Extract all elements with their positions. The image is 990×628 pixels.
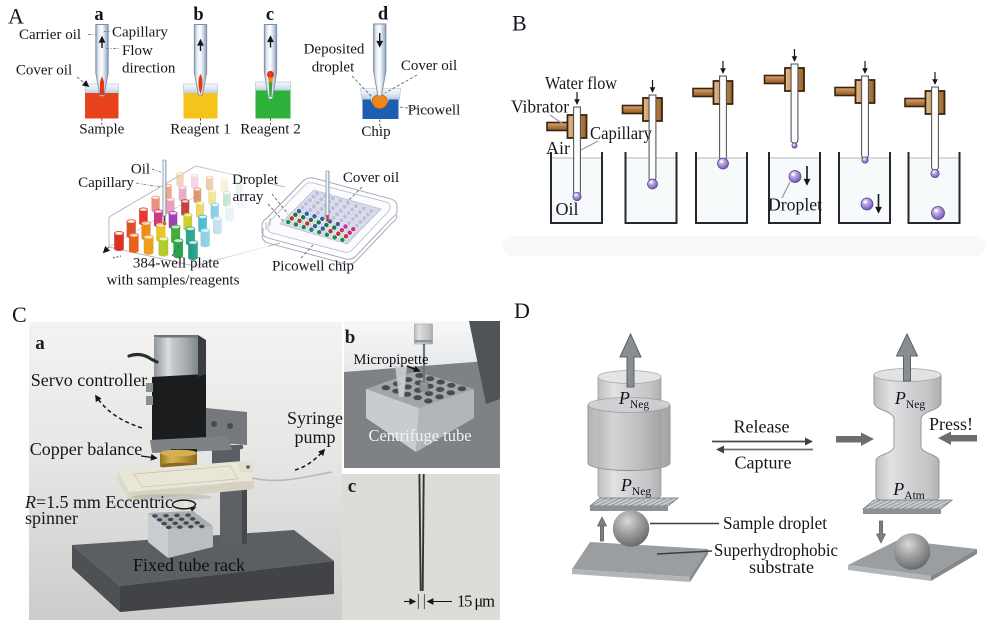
svg-text:PAtm: PAtm [892,479,925,502]
svg-text:15 μm: 15 μm [457,592,495,611]
svg-text:with samples/reagents: with samples/reagents [107,273,240,289]
svg-text:Carrier oil: Carrier oil [19,27,81,43]
svg-text:c: c [348,476,356,497]
svg-text:b: b [193,5,203,25]
svg-text:C: C [12,302,27,327]
svg-text:Oil: Oil [131,162,150,178]
svg-text:PNeg: PNeg [894,388,925,411]
svg-text:Cover oil: Cover oil [401,58,457,74]
svg-text:Centrifuge tube: Centrifuge tube [368,426,471,445]
svg-text:Servo controller: Servo controller [31,370,147,390]
svg-text:Capillary: Capillary [590,123,652,143]
svg-text:Picowell: Picowell [408,103,461,119]
svg-text:Reagent 1: Reagent 1 [170,122,230,138]
svg-text:Droplet: Droplet [232,172,279,188]
svg-text:Micropipette: Micropipette [354,352,429,368]
svg-text:Oil: Oil [555,199,578,219]
svg-text:a: a [35,333,45,354]
svg-text:Water flow: Water flow [545,73,617,93]
svg-text:b: b [345,327,356,348]
svg-text:Press!: Press! [929,414,973,434]
svg-text:PNeg: PNeg [620,475,651,498]
svg-text:spinner: spinner [25,508,78,528]
svg-text:Fixed tube rack: Fixed tube rack [133,555,245,575]
svg-text:Reagent 2: Reagent 2 [240,122,300,138]
svg-text:Flow: Flow [122,43,153,59]
svg-text:Sample droplet: Sample droplet [723,513,827,533]
svg-text:a: a [94,5,103,25]
svg-text:Cover oil: Cover oil [16,63,72,79]
svg-text:pump: pump [294,427,335,447]
svg-text:A: A [8,4,24,29]
svg-text:Deposited: Deposited [304,42,365,58]
svg-text:array: array [233,189,264,205]
svg-text:Chip: Chip [361,124,390,140]
svg-text:Droplet: Droplet [768,195,822,215]
svg-text:substrate: substrate [749,557,814,577]
svg-text:Capture: Capture [735,453,792,473]
svg-text:Capillary: Capillary [78,175,134,191]
svg-text:D: D [514,298,530,323]
svg-text:Capillary: Capillary [112,25,168,41]
svg-text:B: B [512,11,527,36]
svg-text:Release: Release [734,417,790,437]
svg-text:c: c [266,5,274,25]
svg-text:Syringe: Syringe [287,408,343,428]
svg-text:Vibrator: Vibrator [511,97,569,117]
svg-text:Superhydrophobic: Superhydrophobic [714,540,838,560]
svg-text:Copper balance: Copper balance [30,439,142,459]
svg-text:Sample: Sample [79,122,124,138]
svg-text:droplet: droplet [312,60,355,76]
svg-text:direction: direction [122,61,176,77]
svg-text:Air: Air [546,138,570,158]
svg-text:R=1.5 mm Eccentric: R=1.5 mm Eccentric [24,492,173,512]
svg-text:d: d [378,5,389,25]
svg-text:Cover oil: Cover oil [343,170,399,186]
svg-text:384-well plate: 384-well plate [133,256,220,272]
svg-text:PNeg: PNeg [618,388,649,411]
svg-text:Picowell chip: Picowell chip [272,259,354,275]
